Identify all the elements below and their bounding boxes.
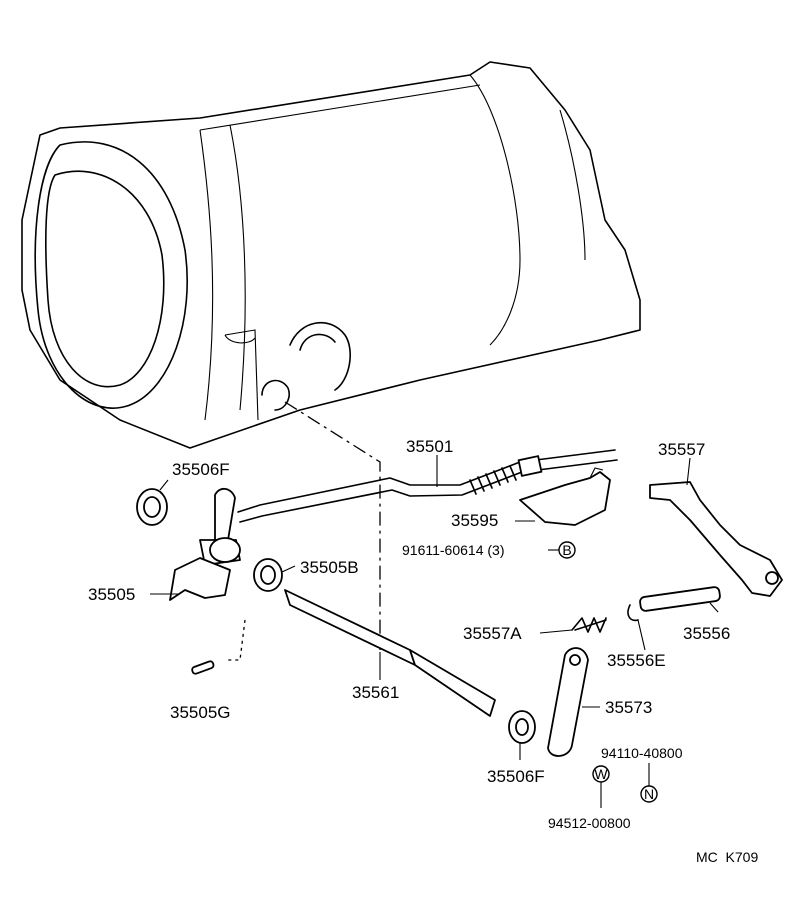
label-35557: 35557 <box>658 440 705 459</box>
transmission-case <box>21 61 641 449</box>
label-94110: 94110-40800 <box>601 745 683 761</box>
label-35506F-top: 35506F <box>172 460 230 479</box>
symbol-n: N <box>640 785 658 803</box>
label-35505B: 35505B <box>300 558 359 577</box>
label-91611: 91611-60614 (3) <box>402 542 504 558</box>
dotted-lead-35505G <box>225 619 246 661</box>
symbol-b: B <box>558 541 576 559</box>
pin-35505G <box>191 660 215 675</box>
spring-35557A <box>571 617 607 633</box>
label-35556: 35556 <box>683 624 730 643</box>
label-35506F-bottom: 35506F <box>487 767 545 786</box>
label-35505: 35505 <box>88 585 135 604</box>
oil-seal-bottom <box>508 710 536 744</box>
symbol-w: W <box>592 765 610 783</box>
label-94512: 94512-00800 <box>548 815 631 831</box>
selector-rod <box>237 449 618 523</box>
label-35561: 35561 <box>352 683 399 702</box>
label-35505G: 35505G <box>170 703 231 722</box>
clip-35556E <box>627 604 639 622</box>
collar-35505B <box>253 558 283 592</box>
lever-35557 <box>649 481 783 597</box>
manual-valve-lever <box>169 488 241 601</box>
svg-text:B: B <box>562 542 571 558</box>
shaft-35561 <box>284 589 496 717</box>
label-35573: 35573 <box>605 698 652 717</box>
bracket-35595 <box>519 467 611 526</box>
diagram-code: MC K709 <box>696 849 758 865</box>
label-35556E: 35556E <box>607 651 666 670</box>
link-35573 <box>547 647 589 757</box>
leader-lines <box>150 455 719 808</box>
center-line <box>284 401 381 650</box>
label-35557A: 35557A <box>463 624 522 643</box>
pin-35556 <box>639 586 721 612</box>
oil-seal-top <box>136 488 168 526</box>
label-35501: 35501 <box>406 437 453 456</box>
svg-text:N: N <box>644 786 654 802</box>
svg-text:W: W <box>594 766 608 782</box>
label-35595: 35595 <box>451 511 498 530</box>
